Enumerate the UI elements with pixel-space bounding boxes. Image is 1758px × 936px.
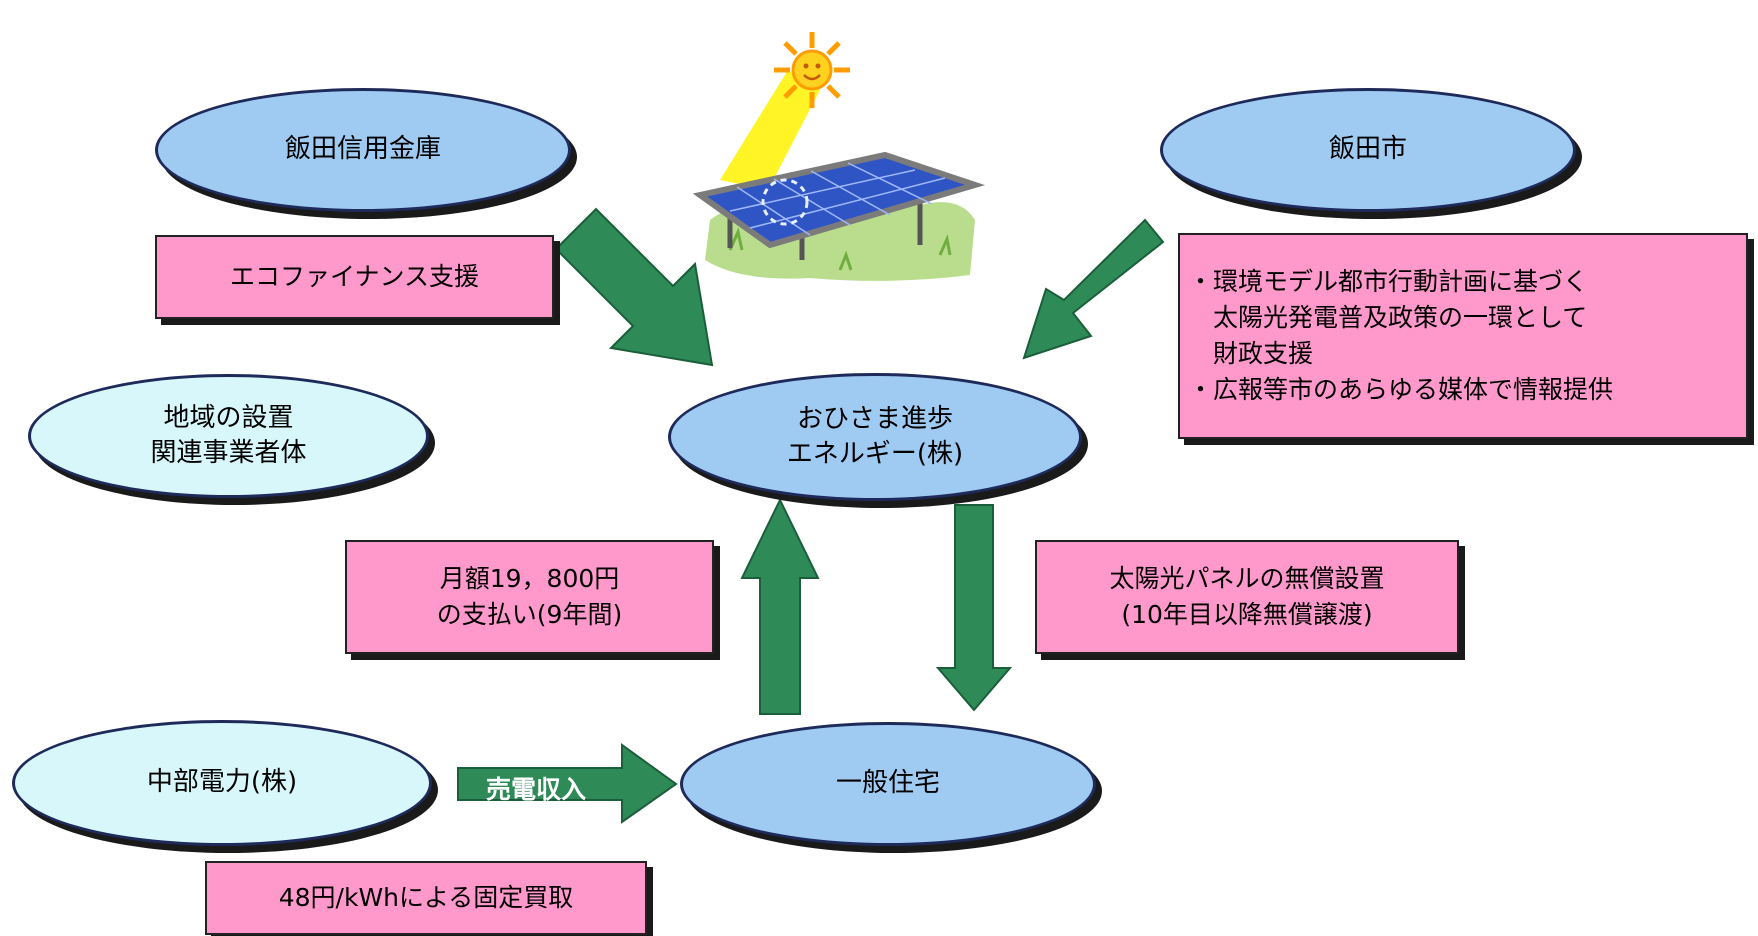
node-iida-shinkin-label: 飯田信用金庫 [284,134,441,165]
arrow-ohisama-to-household [935,504,1013,712]
node-household-label: 一般住宅 [835,768,940,799]
node-ohisama-line2: エネルギー(株) [786,439,964,469]
box-city-support-line3: 財政支援 [1188,339,1314,368]
box-eco-finance-text: エコファイナンス支援 [229,261,479,291]
node-iida-city: 飯田市 [1160,88,1576,212]
arrow-household-to-ohisama [740,497,820,715]
sunbeam-icon [720,70,820,190]
box-city-support-line1: ・環境モデル都市行動計画に基づく [1188,266,1589,296]
arrow-label-power-sale: 売電収入 [486,775,587,804]
node-local-installers-line2: 関連事業者体 [150,438,307,468]
box-panel-install-line2: (10年目以降無償譲渡) [1121,600,1373,629]
box-monthly-payment: 月額19，800円 の支払い(9年間) [345,540,714,654]
box-city-support-line4: ・広報等市のあらゆる媒体で情報提供 [1188,375,1614,405]
node-ohisama: おひさま進歩 エネルギー(株) [668,373,1082,501]
box-fixed-purchase-text: 48円/kWhによる固定買取 [278,882,574,912]
arrow-shinkin-to-ohisama [554,207,714,367]
solar-panel-illustration [692,32,986,281]
node-local-installers: 地域の設置 関連事業者体 [28,374,429,498]
box-panel-install: 太陽光パネルの無償設置 (10年目以降無償譲渡) [1035,540,1459,654]
arrow-city-to-ohisama [1022,218,1165,360]
box-monthly-payment-line2: の支払い(9年間) [436,600,623,629]
box-eco-finance: エコファイナンス支援 [155,235,554,319]
box-panel-install-line1: 太陽光パネルの無償設置 [1109,563,1385,593]
sun-icon [774,32,850,108]
box-fixed-purchase: 48円/kWhによる固定買取 [205,861,647,935]
node-ohisama-line1: おひさま進歩 [796,403,953,434]
box-city-support-line2: 太陽光発電普及政策の一環として [1188,302,1588,332]
box-monthly-payment-line1: 月額19，800円 [439,563,620,593]
node-household: 一般住宅 [680,722,1096,846]
node-chubu-electric: 中部電力(株) [12,720,432,846]
box-city-support: ・環境モデル都市行動計画に基づく 太陽光発電普及政策の一環として 財政支援 ・広… [1178,233,1748,439]
node-iida-city-label: 飯田市 [1328,134,1407,165]
node-chubu-electric-label: 中部電力(株) [146,767,298,798]
node-local-installers-line1: 地域の設置 [163,402,294,433]
node-iida-shinkin: 飯田信用金庫 [155,88,571,212]
arrow-chubu-to-household [457,743,678,824]
